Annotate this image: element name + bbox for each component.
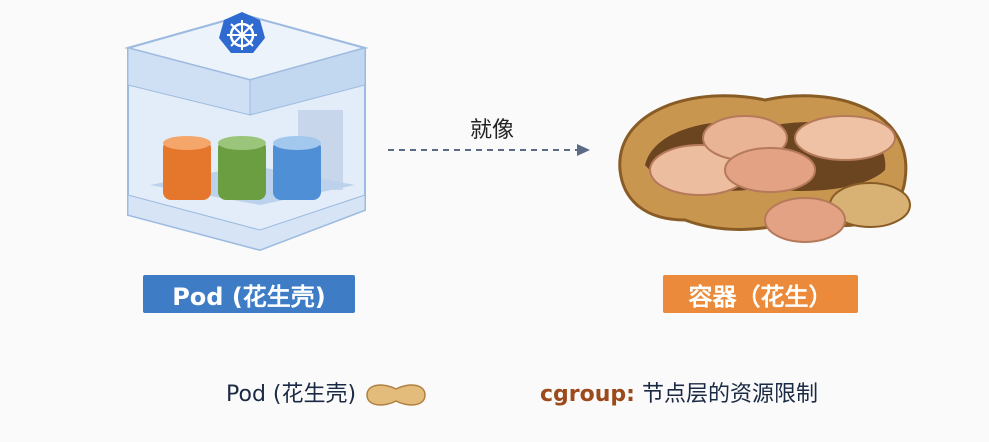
container-label: 容器（花生） (663, 275, 858, 313)
dashed-arrow-icon (388, 144, 590, 156)
kubernetes-logo-icon (219, 12, 265, 53)
peanut-illustration (618, 94, 911, 243)
container-green-icon (218, 136, 266, 200)
cgroup-key: cgroup: (540, 382, 635, 407)
pod-label: Pod (花生壳) (143, 275, 355, 313)
legend-cgroup: cgroup: 节点层的资源限制 (540, 376, 818, 408)
legend-pod-text: Pod (花生壳) (226, 382, 357, 407)
container-orange-icon (163, 136, 211, 200)
peanut-shell-icon (366, 384, 426, 406)
cgroup-desc: 节点层的资源限制 (641, 382, 818, 407)
legend-pod: Pod (花生壳) (226, 376, 429, 410)
pod-box-illustration (124, 12, 369, 252)
arrow-label: 就像 (470, 118, 515, 143)
container-blue-icon (273, 136, 321, 200)
